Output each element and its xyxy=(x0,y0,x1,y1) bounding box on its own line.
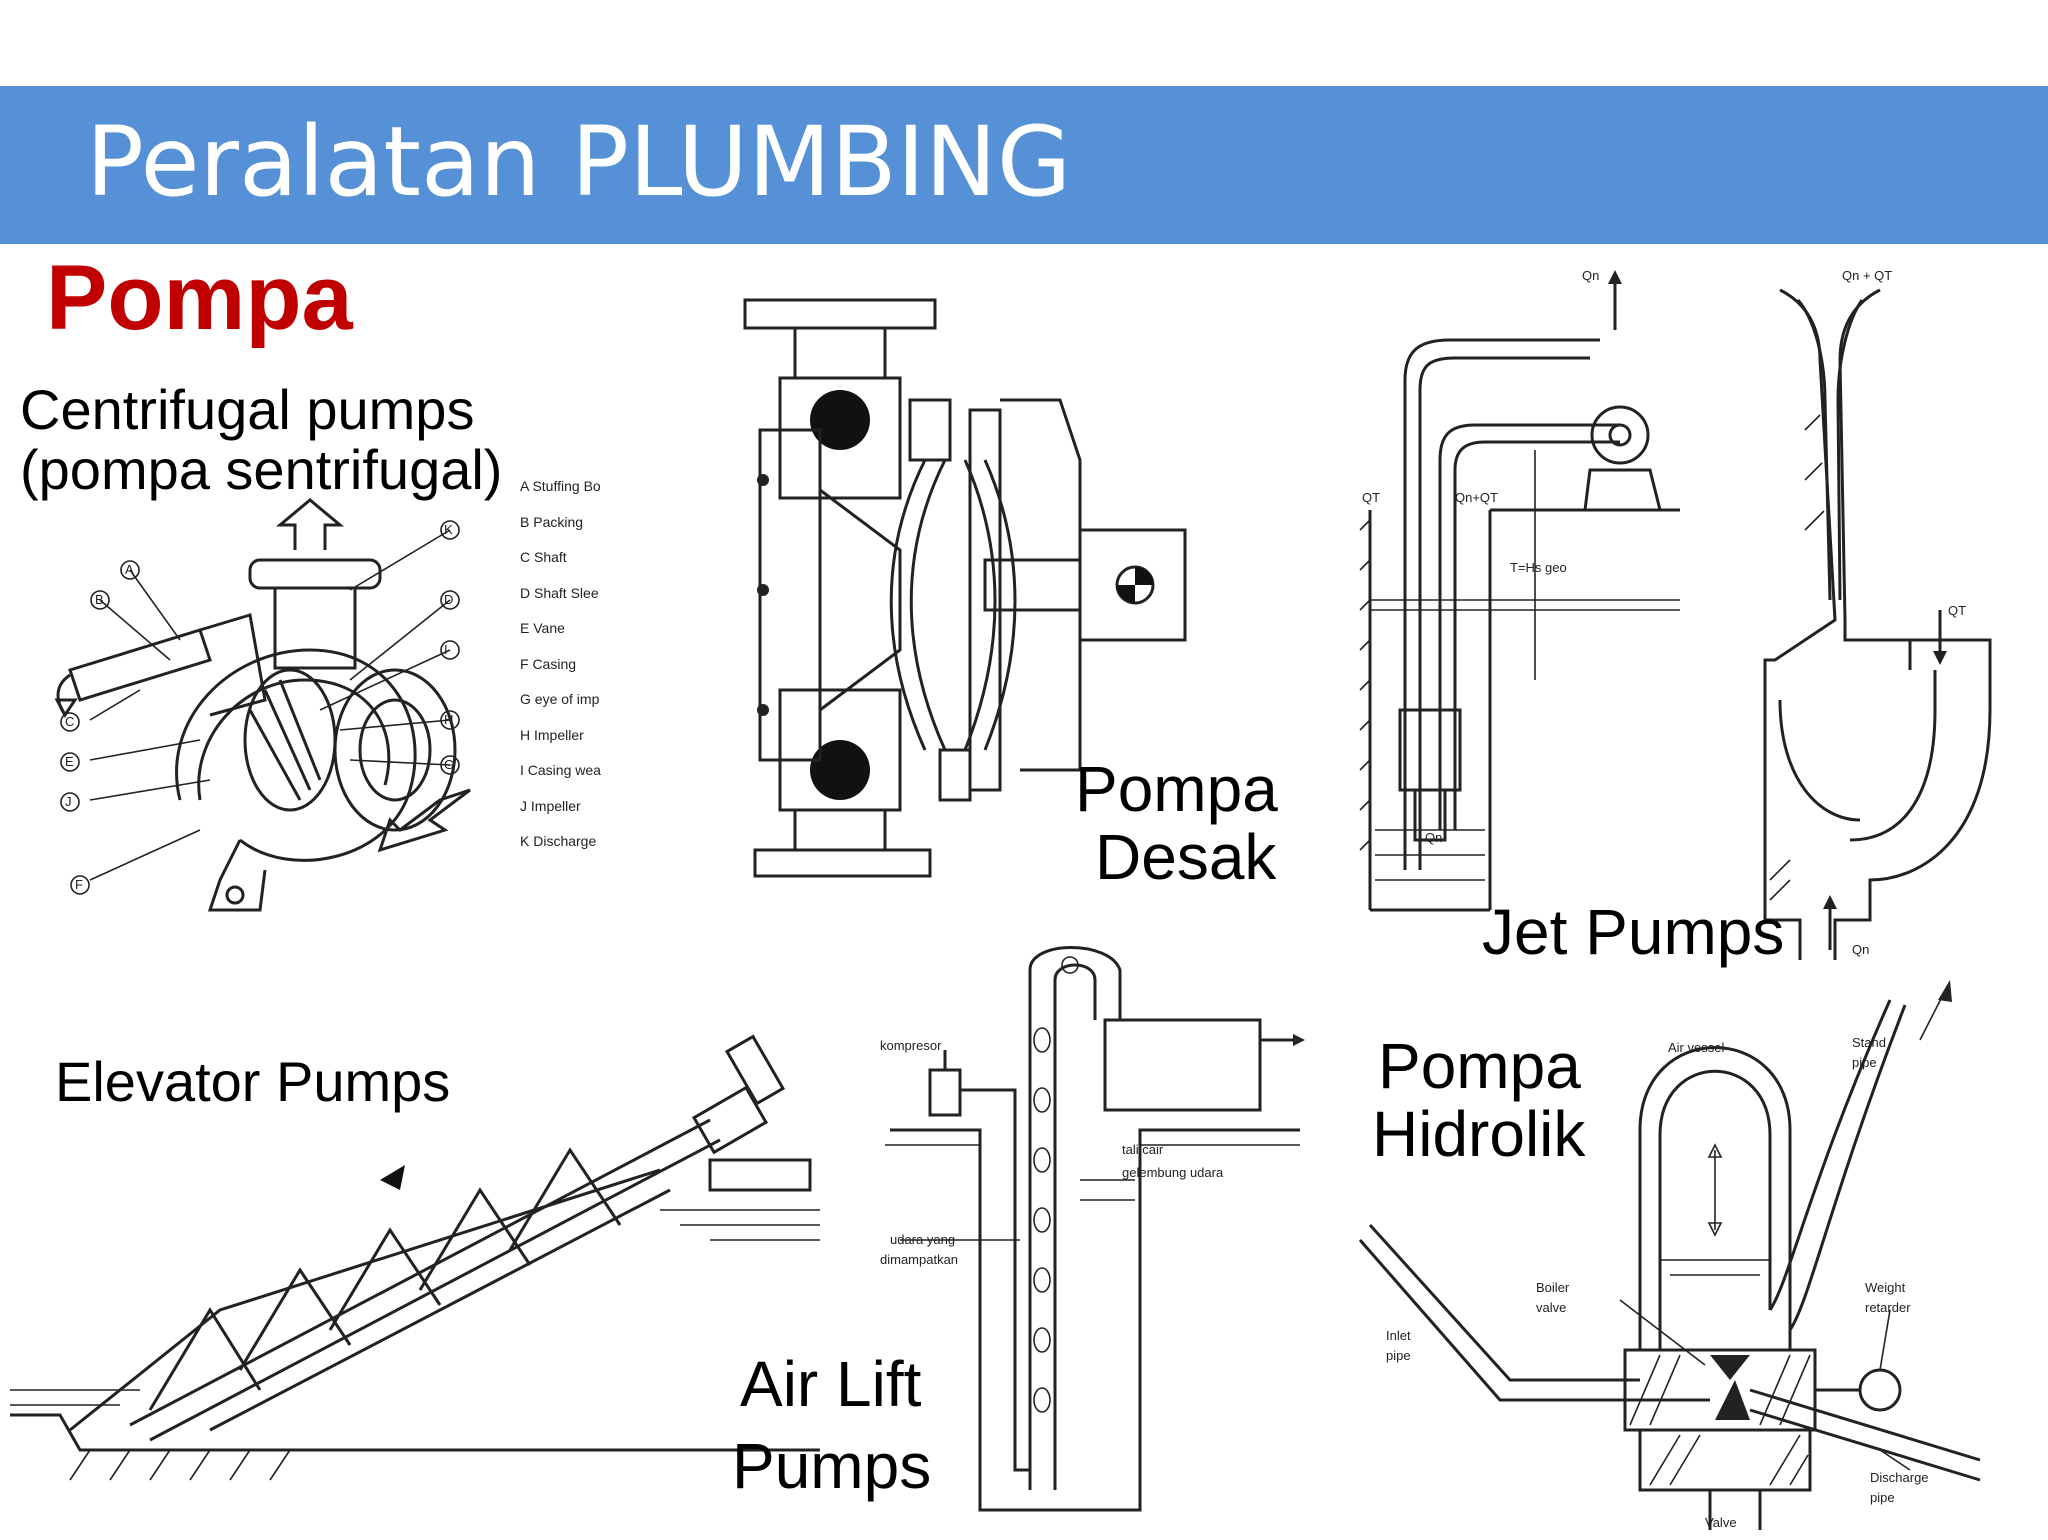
legend-item: I Casing wea xyxy=(520,762,601,778)
jet-qt-right: QT xyxy=(1948,603,1967,618)
page-title: Peralatan PLUMBING xyxy=(86,106,1072,218)
centrifugal-label-line2: (pompa sentrifugal) xyxy=(20,438,503,501)
hydraulic-label-line1: Pompa xyxy=(1378,1030,1581,1102)
legend-item: K Discharge xyxy=(520,833,597,849)
elevator-pump-drawing xyxy=(10,1034,820,1481)
hydraulic-discharge-pipe: pipe xyxy=(1870,1490,1895,1505)
hydraulic-stand: Stand xyxy=(1852,1035,1886,1050)
centrifugal-pump-drawing xyxy=(54,498,471,912)
hydraulic-air-vessel: Air vessel xyxy=(1668,1040,1725,1055)
centrifugal-legend: A Stuffing Bo B Packing C Shaft D Shaft … xyxy=(520,478,630,869)
airlift-label-line1: Air Lift xyxy=(740,1348,922,1420)
legend-item: C Shaft xyxy=(520,549,567,565)
displacement-label-line1: Pompa xyxy=(1075,753,1278,825)
jet-head: T=Hs geo xyxy=(1510,560,1567,575)
legend-item: G eye of imp xyxy=(520,691,600,707)
callout-h: H xyxy=(444,712,454,727)
callout-a: A xyxy=(125,562,134,577)
hydraulic-retarder: retarder xyxy=(1865,1300,1911,1315)
airlift-pump-drawing xyxy=(885,946,1305,1512)
legend-item: H Impeller xyxy=(520,726,584,743)
jet-qn-qt: Qn+QT xyxy=(1455,490,1498,505)
displacement-label-line2: Desak xyxy=(1095,821,1277,893)
callout-e: E xyxy=(65,754,74,769)
jet-q-top2: Qn + QT xyxy=(1842,268,1893,283)
legend-item: E Vane xyxy=(520,620,565,636)
airlift-udara: udara yang xyxy=(890,1232,956,1247)
jet-pumps-label: Jet Pumps xyxy=(1482,896,1785,968)
airlift-kompresor: kompresor xyxy=(880,1038,942,1053)
section-title: Pompa xyxy=(46,247,353,349)
hydraulic-inlet: Inlet xyxy=(1386,1328,1411,1343)
legend-item: A Stuffing Bo xyxy=(520,478,601,494)
centrifugal-label-line1: Centrifugal pumps xyxy=(20,378,475,441)
hydraulic-boiler: Boiler xyxy=(1536,1280,1570,1295)
hydraulic-discharge: Discharge xyxy=(1870,1470,1929,1485)
callout-f: F xyxy=(75,877,83,892)
callout-k: K xyxy=(444,522,453,537)
callout-g: G xyxy=(444,757,455,772)
jet-pump-drawing xyxy=(1359,270,1680,912)
header-bar: Peralatan PLUMBING xyxy=(0,86,2048,244)
jet-q-top: Qn xyxy=(1582,268,1600,283)
legend-item: F Casing xyxy=(520,655,577,672)
airlift-gelembung: gelembung udara xyxy=(1122,1165,1224,1180)
hydraulic-inlet-pipe: pipe xyxy=(1386,1348,1411,1363)
hydraulic-label-line2: Hidrolik xyxy=(1372,1098,1586,1170)
legend-item: B Packing xyxy=(520,513,584,530)
jet-qt-left: QT xyxy=(1362,490,1381,505)
hydraulic-ram-drawing xyxy=(1358,980,1981,1530)
airlift-tali-cair: tali cair xyxy=(1122,1142,1164,1157)
callout-j: J xyxy=(65,794,72,809)
legend-item: D Shaft Slee xyxy=(520,584,599,601)
hydraulic-boiler-valve: valve xyxy=(1536,1300,1567,1315)
airlift-label-line2: Pumps xyxy=(732,1430,932,1502)
jet-ejector-drawing xyxy=(1763,288,1992,960)
hydraulic-valve-bottom: Valve xyxy=(1705,1515,1737,1530)
jet-qn-right-bottom: Qn xyxy=(1852,942,1870,957)
airlift-dimampatkan: dimampatkan xyxy=(880,1252,959,1267)
legend-item: J Impeller xyxy=(520,797,581,814)
callout-i: I xyxy=(444,642,448,657)
displacement-pump-drawing xyxy=(743,298,1187,878)
callout-d: D xyxy=(444,592,454,607)
hydraulic-weight: Weight xyxy=(1865,1280,1906,1295)
elevator-label: Elevator Pumps xyxy=(55,1050,451,1113)
callout-b: B xyxy=(95,592,104,607)
jet-qn-bottom: Qn xyxy=(1425,830,1443,845)
callout-c: C xyxy=(65,714,75,729)
hydraulic-stand-pipe: pipe xyxy=(1852,1055,1877,1070)
